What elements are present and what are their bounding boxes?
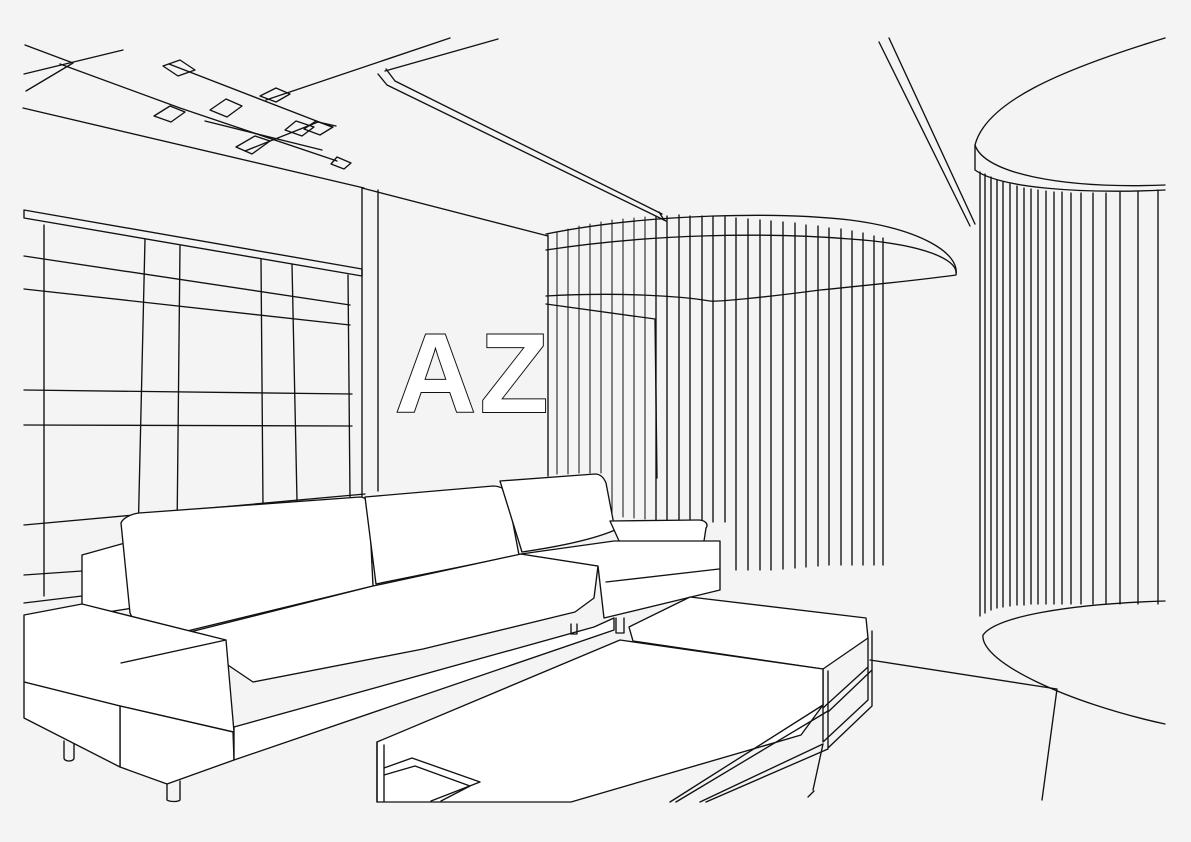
- slat-screen-left: [547, 214, 884, 571]
- round-platform: [869, 600, 1166, 801]
- side-table-and-coffee-table: [376, 596, 873, 803]
- sign-wall: AZ: [361, 187, 552, 498]
- ceiling-arc-right: [974, 37, 1166, 192]
- sofa: [23, 473, 721, 803]
- az-letter-sign: AZ: [395, 311, 552, 436]
- slat-screen-right: [979, 171, 1159, 617]
- ceiling-lighting-rails: [22, 37, 451, 189]
